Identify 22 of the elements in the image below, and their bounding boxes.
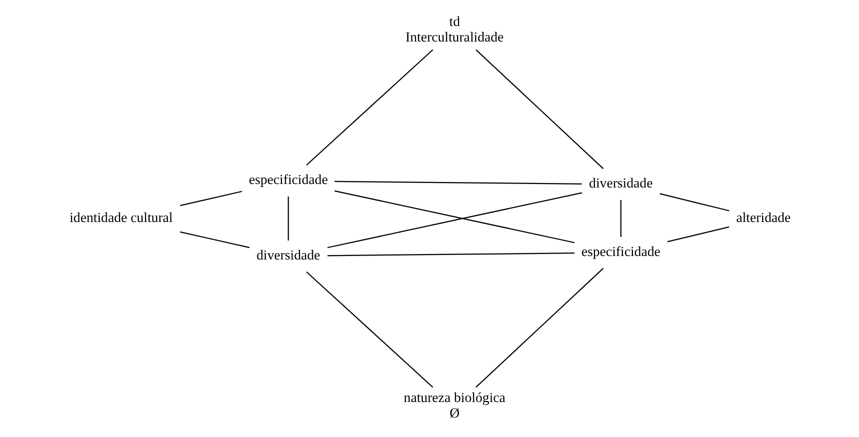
connector [326, 252, 574, 256]
connector [659, 193, 729, 212]
node-text: diversidade [588, 176, 652, 191]
connector [180, 190, 242, 206]
node-text: alteridade [736, 210, 790, 226]
connector [475, 49, 604, 170]
node-text: especificidade [248, 172, 328, 188]
connector [334, 190, 574, 244]
node-text: especificidade [580, 244, 660, 259]
connector [306, 49, 433, 166]
connector [287, 196, 288, 241]
connector [180, 231, 250, 248]
connector [620, 200, 621, 237]
node-text: diversidade [256, 247, 320, 262]
connector [334, 180, 582, 185]
connector [475, 268, 604, 388]
node-text: natureza biológica Ø [403, 390, 505, 420]
connector [666, 226, 729, 242]
connector [326, 192, 582, 248]
node-text: identidade cultural [69, 210, 172, 226]
connector [306, 271, 433, 388]
node-text: td Interculturalidade [405, 14, 504, 45]
